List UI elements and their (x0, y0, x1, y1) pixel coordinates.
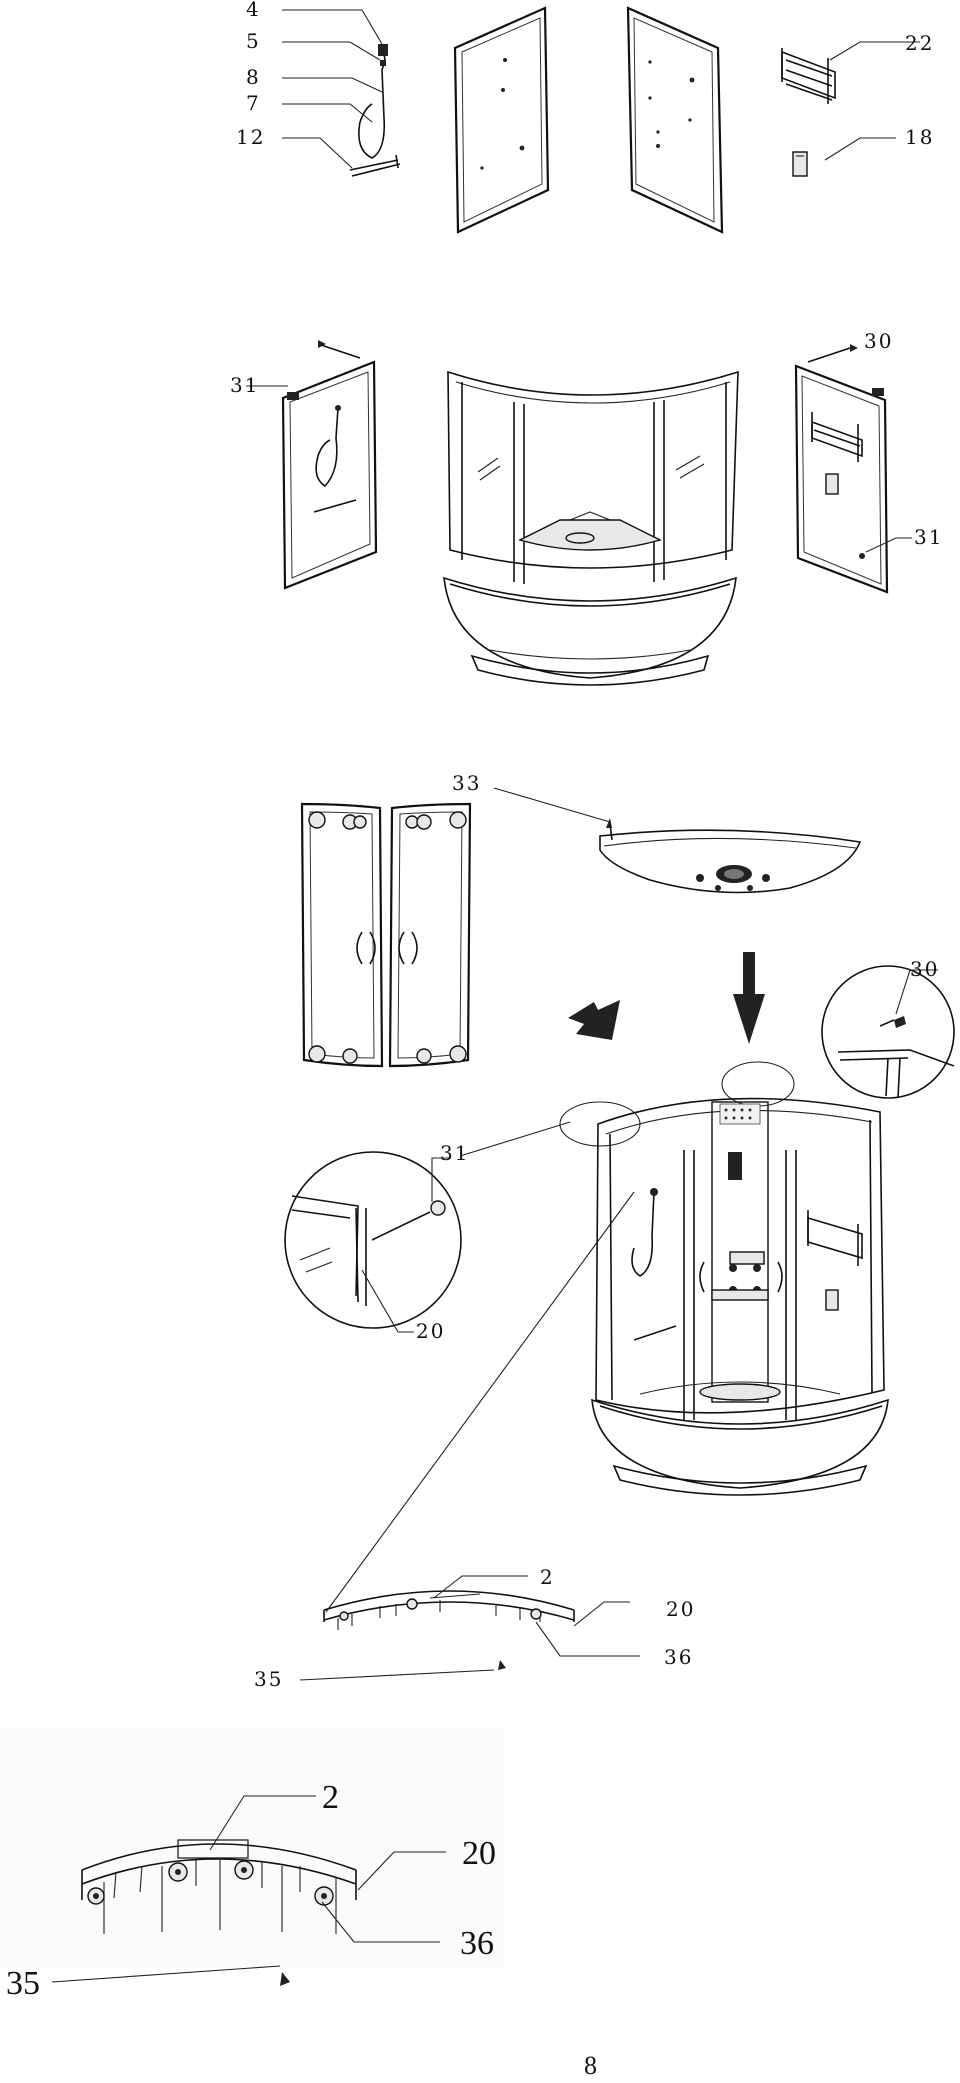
side-panel-right (794, 364, 889, 594)
label-part-20-large: 20 (462, 1835, 496, 1872)
soap-dish (792, 151, 808, 177)
label-part-35-large: 35 (6, 1965, 40, 2002)
label-part-30-top: 30 (864, 329, 893, 353)
label-part-8: 8 (246, 65, 261, 89)
assembled-cabin (559, 1061, 889, 1496)
label-part-31-right: 31 (914, 525, 943, 549)
sliding-door-left (300, 802, 384, 1068)
label-part-30-detail: 30 (910, 957, 939, 981)
label-part-20-detail: 20 (416, 1319, 445, 1343)
roof-top (599, 829, 862, 894)
label-part-31-left: 31 (230, 373, 259, 397)
step3-group: 33 30 (284, 771, 955, 1613)
page-number: 8 (584, 2051, 597, 2080)
label-part-33: 33 (452, 771, 481, 795)
arrow-down-icon (733, 952, 765, 1044)
label-part-4: 4 (246, 0, 261, 21)
sliding-door-right (388, 802, 472, 1068)
detail-circle-left (284, 1151, 462, 1329)
side-panel-left (281, 360, 378, 590)
back-panel-right (626, 6, 724, 234)
label-part-35-small: 35 (254, 1667, 283, 1691)
shower-hose-assembly (349, 44, 401, 177)
label-part-20-small: 20 (666, 1597, 695, 1621)
roof-rail-small (323, 1590, 575, 1670)
label-part-2-small: 2 (540, 1565, 555, 1589)
back-panel-left (453, 6, 550, 234)
label-part-7: 7 (246, 91, 261, 115)
detail-circle-top-right (821, 965, 955, 1099)
arrow-diagonal-icon (568, 1000, 620, 1040)
label-part-31-detail: 31 (440, 1141, 469, 1165)
label-part-18: 18 (905, 125, 934, 149)
label-part-5: 5 (246, 29, 261, 53)
step1-group: 4 5 8 7 12 22 (236, 0, 934, 234)
label-part-22: 22 (905, 31, 934, 55)
enclosure-base (443, 370, 739, 686)
label-part-36-small: 36 (664, 1645, 693, 1669)
label-part-36-large: 36 (460, 1925, 494, 1962)
label-part-2-large: 2 (322, 1779, 339, 1816)
step2-group: 31 30 (230, 329, 943, 686)
label-part-12: 12 (236, 125, 265, 149)
roof-rail-enlarged (0, 1728, 505, 1986)
towel-rack (781, 48, 836, 104)
